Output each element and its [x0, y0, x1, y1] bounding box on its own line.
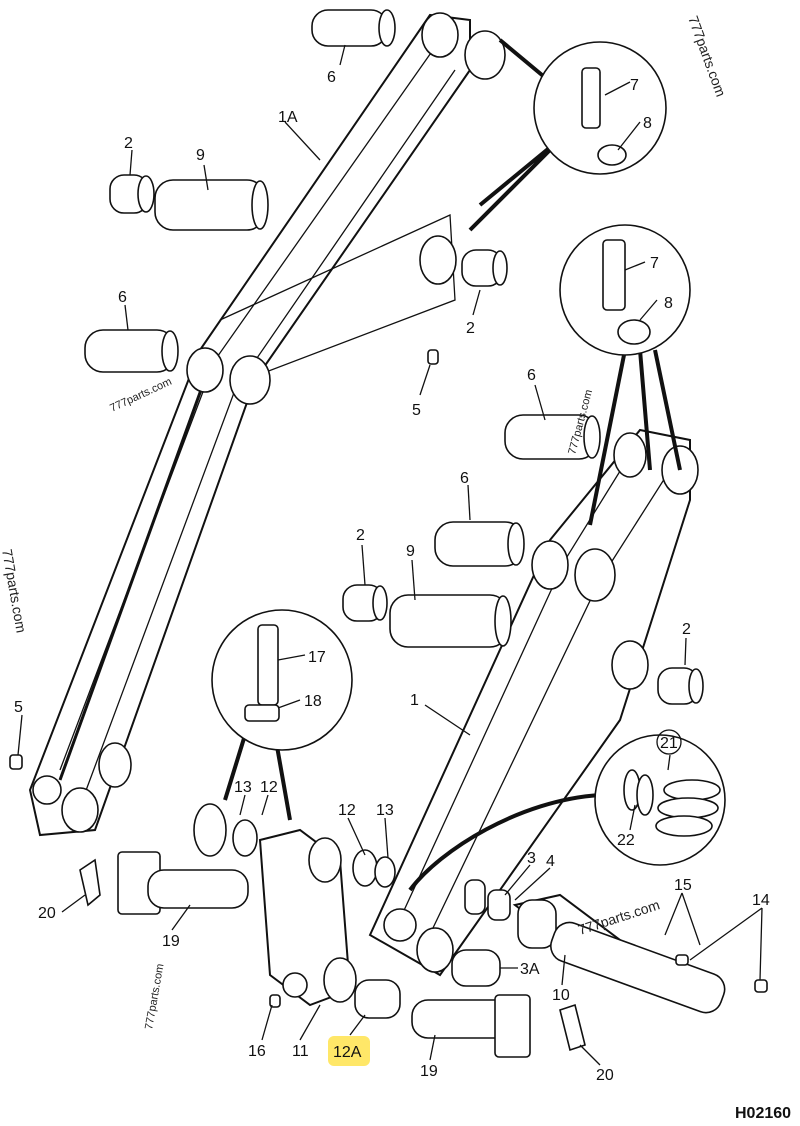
- callout-20[interactable]: 20: [596, 1067, 614, 1084]
- boom-1A: [28, 12, 506, 837]
- callout-7[interactable]: 7: [650, 255, 659, 272]
- callout-13[interactable]: 13: [376, 802, 394, 819]
- detail-circle-pin-17: [211, 609, 353, 821]
- pin-9-mid: [389, 594, 512, 648]
- callout-2[interactable]: 2: [682, 621, 691, 638]
- callout-12[interactable]: 12: [260, 779, 278, 796]
- link-10: [464, 879, 643, 972]
- callout-12A[interactable]: 12A: [333, 1044, 362, 1061]
- callout-21-circle: [656, 729, 682, 755]
- callout-6[interactable]: 6: [118, 289, 127, 306]
- pin-19-right: [411, 994, 531, 1058]
- callout-5[interactable]: 5: [14, 699, 23, 716]
- callout-14[interactable]: 14: [752, 892, 770, 909]
- callout-8[interactable]: 8: [643, 115, 652, 132]
- watermark: 777parts.com: [143, 963, 166, 1031]
- callout-5[interactable]: 5: [412, 402, 421, 419]
- callout-22[interactable]: 22: [617, 832, 635, 849]
- pin-9-left: [154, 179, 269, 231]
- watermark: 777parts.com: [0, 548, 30, 634]
- callout-13[interactable]: 13: [234, 779, 252, 796]
- leader-lines: [17, 44, 763, 1066]
- callout-17[interactable]: 17: [308, 649, 326, 666]
- watermark: 777parts.com: [108, 376, 173, 415]
- callout-3A[interactable]: 3A: [520, 961, 540, 978]
- detail-circle-top: [468, 38, 667, 232]
- bush-12A: [354, 979, 401, 1019]
- callout-7[interactable]: 7: [630, 77, 639, 94]
- callout-2[interactable]: 2: [124, 135, 133, 152]
- link-11: [193, 803, 396, 1007]
- callout-3[interactable]: 3: [527, 850, 536, 867]
- pin-19-left: [117, 851, 249, 915]
- drawing-code: H02160: [735, 1105, 791, 1122]
- callout-4[interactable]: 4: [546, 853, 555, 870]
- callout-18[interactable]: 18: [304, 693, 322, 710]
- grease-nipples: [9, 349, 768, 1008]
- callout-labels: 1A 6 2 9 6 7 8 7 8 2 5 6 6 2 9 2 1 5 17 …: [14, 69, 770, 1084]
- detail-circle-shims: [408, 734, 726, 892]
- pin-6-lower: [434, 521, 525, 567]
- callout-6[interactable]: 6: [527, 367, 536, 384]
- pin-6-top: [311, 9, 396, 47]
- callout-6[interactable]: 6: [460, 470, 469, 487]
- callout-1[interactable]: 1: [410, 692, 419, 709]
- boom-lower-eye: [32, 775, 62, 805]
- bush-2-right-upper: [461, 249, 508, 287]
- bush-2-left: [109, 174, 155, 214]
- watermark: 777parts.com: [685, 14, 729, 99]
- callout-20[interactable]: 20: [38, 905, 56, 922]
- callout-15[interactable]: 15: [674, 877, 692, 894]
- callout-16[interactable]: 16: [248, 1043, 266, 1060]
- callout-21[interactable]: 21: [660, 735, 678, 752]
- bush-2-mid-left: [342, 584, 388, 622]
- linch-pins-20: [79, 858, 586, 1052]
- callout-9[interactable]: 9: [406, 543, 415, 560]
- pin-15: [550, 921, 726, 1014]
- detail-circle-right: [559, 224, 691, 526]
- highlight-12A: [328, 1036, 370, 1066]
- callout-10[interactable]: 10: [552, 987, 570, 1004]
- callout-12[interactable]: 12: [338, 802, 356, 819]
- callout-11[interactable]: 11: [292, 1043, 309, 1060]
- bush-3A: [451, 949, 501, 987]
- callout-1A[interactable]: 1A: [278, 109, 298, 126]
- callout-8[interactable]: 8: [664, 295, 673, 312]
- pin-6-left: [84, 329, 179, 373]
- callout-19[interactable]: 19: [162, 933, 180, 950]
- callout-9[interactable]: 9: [196, 147, 205, 164]
- pin-6-mid: [504, 414, 601, 460]
- dipper-1: [368, 428, 699, 977]
- bush-2-right-lower: [657, 667, 704, 705]
- callout-2[interactable]: 2: [466, 320, 475, 337]
- callout-2[interactable]: 2: [356, 527, 365, 544]
- callout-19[interactable]: 19: [420, 1063, 438, 1080]
- callout-6[interactable]: 6: [327, 69, 336, 86]
